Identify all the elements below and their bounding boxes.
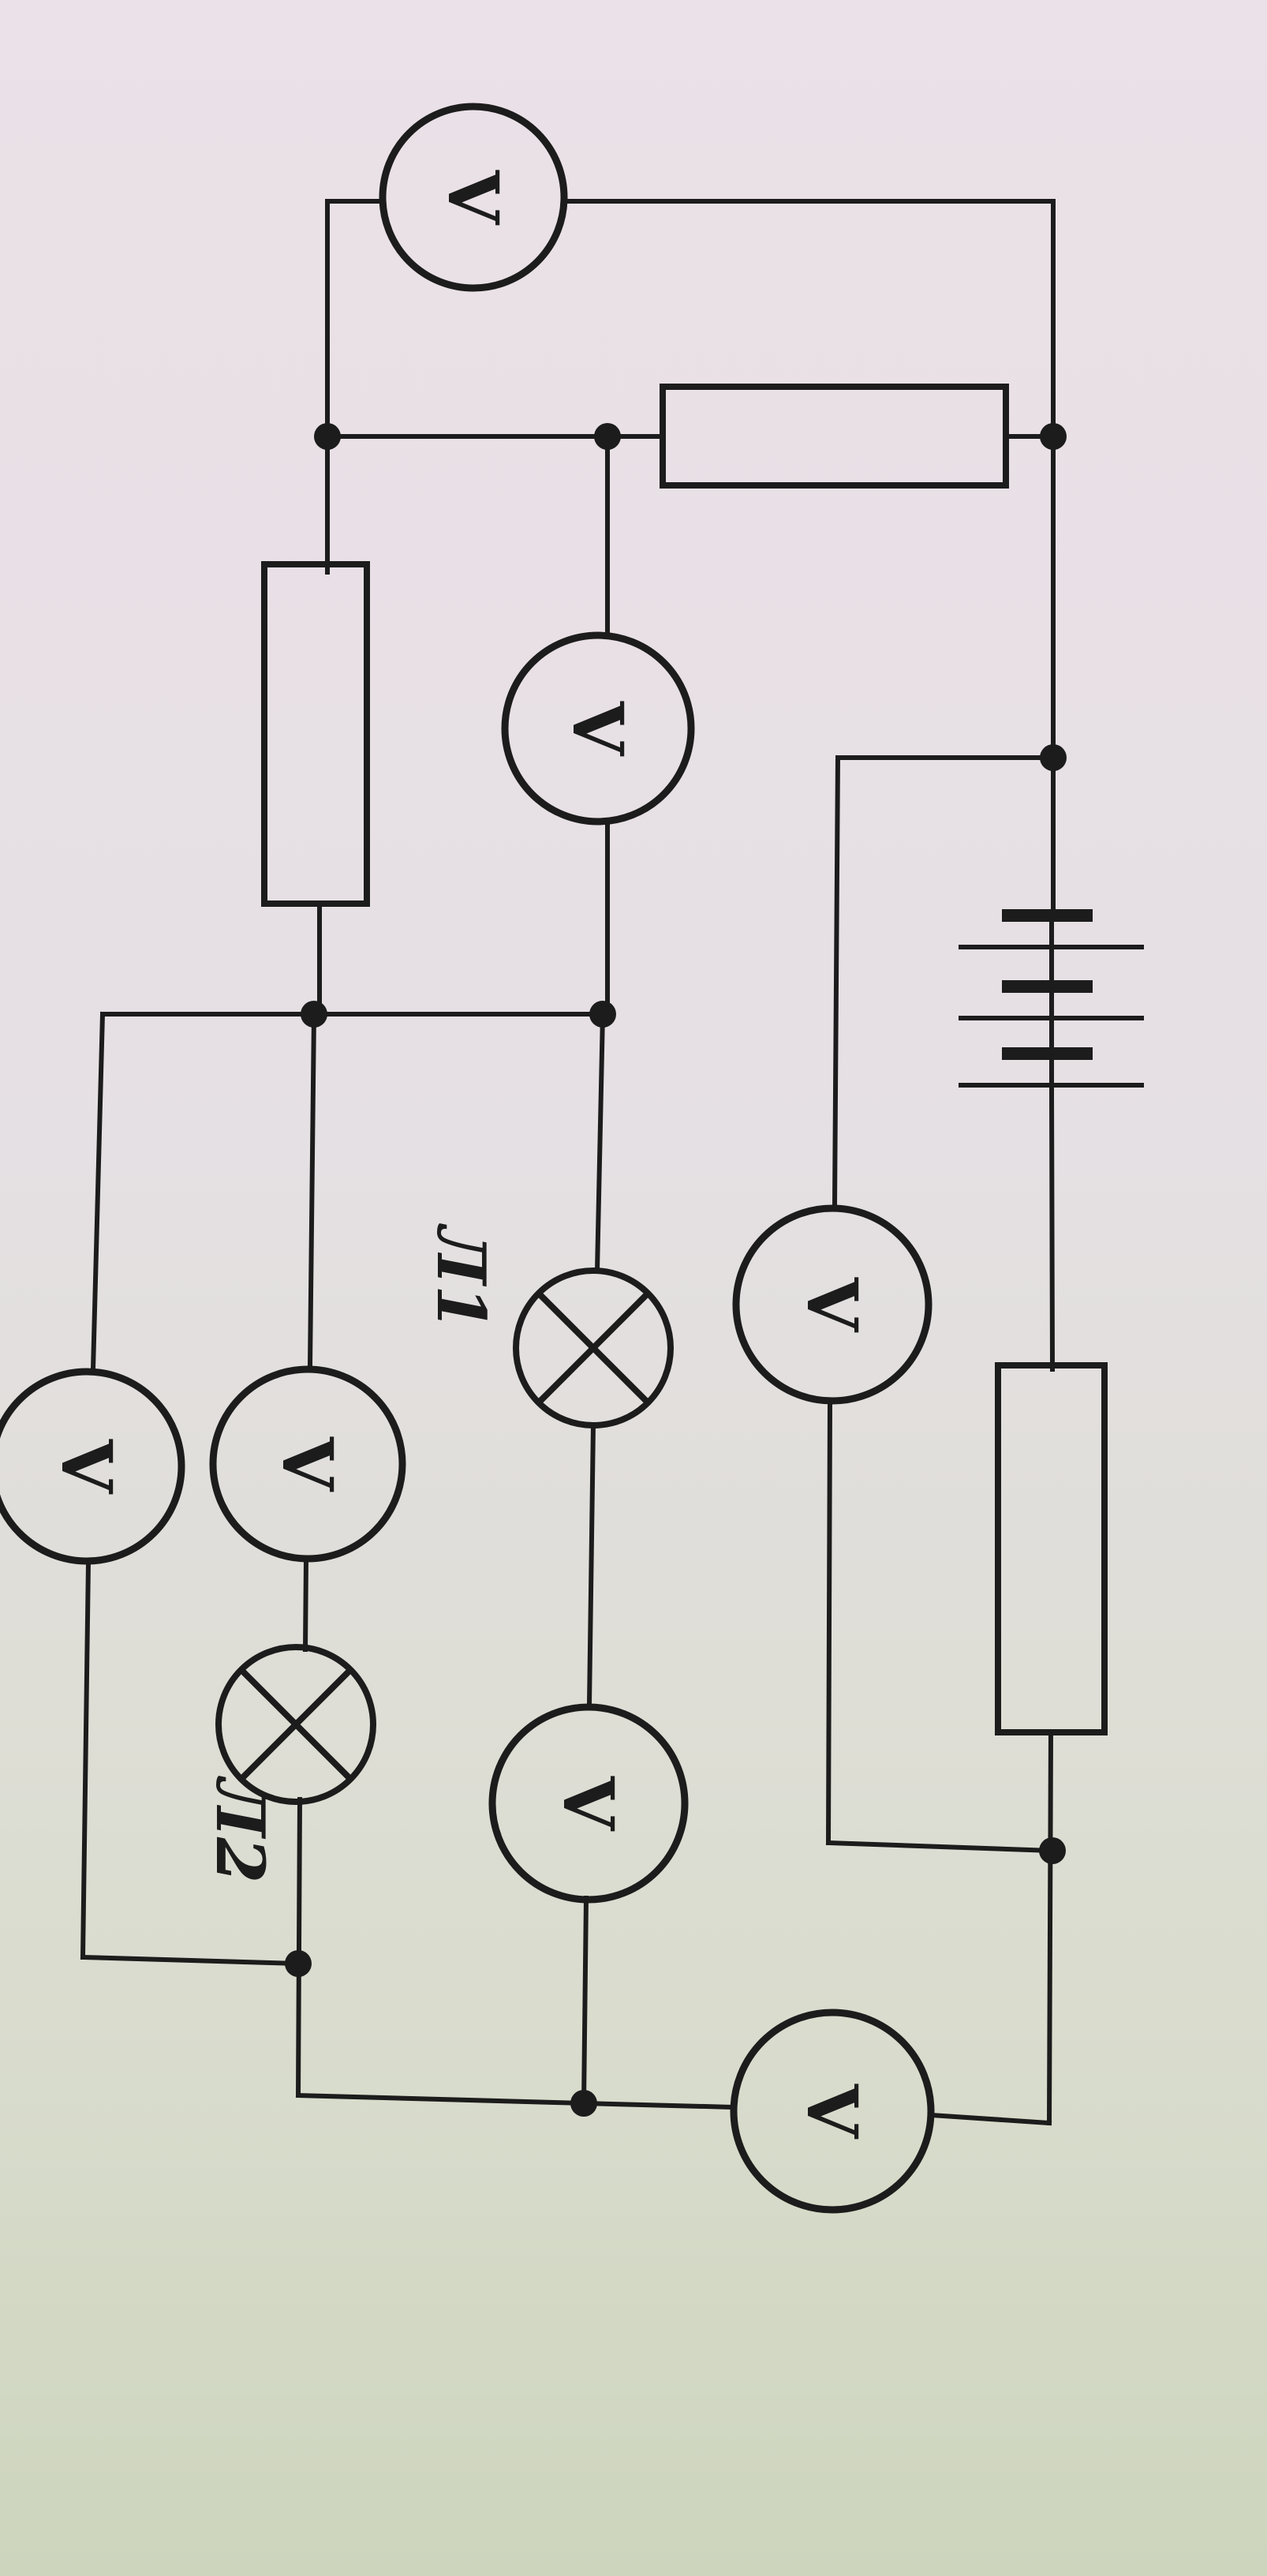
wire <box>825 1840 1056 1854</box>
voltmeter: V <box>732 1204 932 1405</box>
voltmeter-label: V <box>791 2084 873 2140</box>
battery <box>959 909 1144 1088</box>
junction-dot <box>1040 423 1067 450</box>
lamp-1 <box>513 1267 674 1428</box>
voltmeter-label: V <box>46 1439 128 1495</box>
voltmeter-label: V <box>548 1776 630 1832</box>
resistors <box>261 384 1108 1735</box>
voltmeter-ring <box>732 1204 932 1405</box>
resistor <box>995 1362 1108 1735</box>
voltmeter: V <box>488 1703 689 1904</box>
wire <box>90 1011 106 1372</box>
junction-dot <box>1040 744 1067 771</box>
wire <box>832 754 841 1209</box>
voltmeters: V V V V V V V <box>0 103 935 2214</box>
wire <box>928 2112 1052 2126</box>
junction-dot <box>1039 1837 1066 1864</box>
wire <box>80 1954 301 1967</box>
junction-dot <box>594 423 621 450</box>
voltmeter: V <box>501 631 695 826</box>
lamp-1-cross <box>536 1291 650 1405</box>
voltmeter: V <box>0 1368 185 1565</box>
voltmeter-ring <box>730 2009 935 2214</box>
junction-dot <box>570 2090 597 2117</box>
voltmeter-label: V <box>432 170 514 226</box>
voltmeter: V <box>209 1365 406 1563</box>
resistor <box>660 384 1009 489</box>
voltmeter-label: V <box>267 1436 349 1492</box>
lamp-2 <box>215 1644 376 1805</box>
wire <box>581 2100 737 2110</box>
wire <box>295 1796 303 2099</box>
wires <box>80 199 1056 2126</box>
voltmeter: V <box>379 103 568 292</box>
lamp-2-cross <box>239 1668 353 1781</box>
junction-dot <box>301 1001 327 1028</box>
lamp-1-circle <box>513 1267 674 1428</box>
resistor <box>261 561 370 907</box>
lamp-2-circle <box>215 1644 376 1805</box>
wire <box>594 1011 606 1274</box>
junctions <box>285 423 1067 2117</box>
voltmeter-label: V <box>791 1277 873 1333</box>
voltmeter-label: V <box>557 701 639 757</box>
wire <box>581 1895 589 2106</box>
junction-dot <box>314 423 341 450</box>
voltmeter-ring <box>209 1365 406 1563</box>
wire <box>295 2092 587 2106</box>
wire <box>825 1400 833 1846</box>
lamp-1-label: Л1 <box>422 1223 500 1331</box>
junction-dot <box>589 1001 616 1028</box>
wire <box>586 1421 596 1708</box>
wire <box>1046 1729 1054 2126</box>
voltmeter-ring <box>379 103 568 292</box>
voltmeter-ring <box>488 1703 689 1904</box>
wire <box>307 1011 317 1368</box>
lamp-2-label: Л2 <box>201 1776 279 1884</box>
voltmeter-ring <box>501 631 695 826</box>
wire <box>302 1556 309 1653</box>
voltmeter: V <box>730 2009 935 2214</box>
junction-dot <box>285 1950 312 1977</box>
voltmeter-ring <box>0 1368 185 1565</box>
wire <box>80 1559 92 1960</box>
